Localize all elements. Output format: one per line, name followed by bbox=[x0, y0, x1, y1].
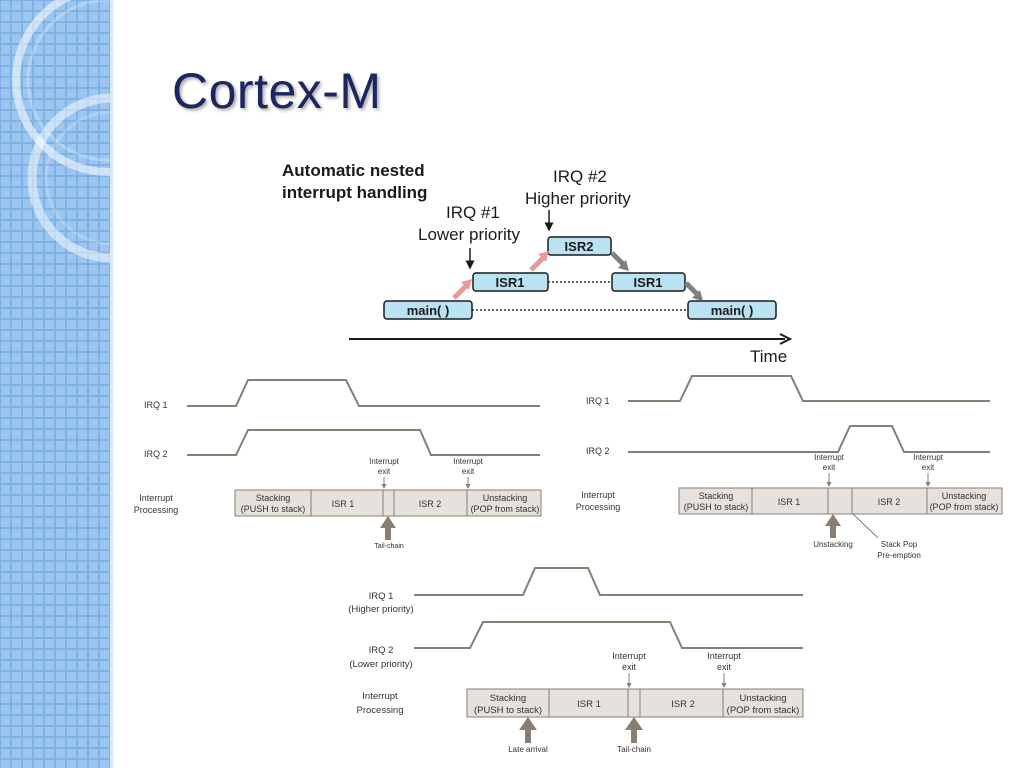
tc-tailchain-label: Tail-chain bbox=[374, 543, 404, 550]
pe-isr2: ISR 2 bbox=[878, 497, 901, 507]
main-label-left: main( ) bbox=[407, 303, 450, 318]
nested-heading-line2: interrupt handling bbox=[282, 183, 427, 202]
la-unstacking-line2: (POP from stack) bbox=[727, 705, 800, 716]
pe-stackpop-pointer bbox=[852, 513, 879, 539]
la-irq1-label: IRQ 1 bbox=[369, 591, 394, 602]
la-exit1-line1: Interrupt bbox=[612, 651, 646, 661]
irq1-label-line2: Lower priority bbox=[418, 225, 521, 244]
tc-tailchain-arrow bbox=[380, 516, 396, 540]
la-late-arrival-label: Late arrival bbox=[508, 745, 548, 754]
la-exit2-line1: Interrupt bbox=[707, 651, 741, 661]
la-stacking-line2: (PUSH to stack) bbox=[474, 705, 542, 716]
pe-stacking-line2: (PUSH to stack) bbox=[684, 502, 749, 512]
tc-exit1-line2: exit bbox=[378, 467, 391, 476]
pe-exit2-line1: Interrupt bbox=[913, 453, 944, 462]
la-irq2-label: IRQ 2 bbox=[369, 645, 394, 656]
tailchain-diagram: IRQ 1 IRQ 2 Interrupt Processing Stackin… bbox=[134, 379, 542, 550]
la-exit1-line2: exit bbox=[622, 662, 637, 672]
tc-processing-line2: Processing bbox=[134, 505, 179, 515]
isr1-box-right bbox=[611, 272, 686, 292]
preempt-arrow-1 bbox=[452, 283, 469, 300]
la-late-arrival-arrow bbox=[519, 717, 537, 743]
la-isr2: ISR 2 bbox=[671, 699, 695, 710]
main-box-right bbox=[687, 300, 777, 320]
preempt-arrowhead-1 bbox=[461, 279, 472, 290]
pe-irq2-signal bbox=[628, 425, 990, 453]
tc-unstacking-line1: Unstacking bbox=[483, 493, 528, 503]
return-arrow-2 bbox=[684, 281, 700, 297]
pe-stackpop-line1: Stack Pop bbox=[881, 540, 918, 549]
nested-heading-line1: Automatic nested bbox=[282, 161, 425, 180]
time-label: Time bbox=[750, 347, 787, 366]
tc-irq1-signal bbox=[187, 379, 540, 407]
pe-processing-line2: Processing bbox=[576, 502, 621, 512]
la-processing-bar bbox=[466, 688, 804, 718]
main-box-left bbox=[383, 300, 473, 320]
slide-title: Cortex-M bbox=[172, 63, 382, 119]
la-irq1-sub: (Higher priority) bbox=[348, 604, 413, 615]
pe-unstacking-label: Unstacking bbox=[813, 540, 853, 549]
isr2-box bbox=[547, 236, 612, 256]
pe-processing-line1: Interrupt bbox=[581, 490, 615, 500]
preempt-arrow-2 bbox=[529, 255, 546, 272]
tc-irq2-signal bbox=[187, 429, 540, 456]
pe-unstacking-line1: Unstacking bbox=[942, 491, 987, 501]
preempt-arrowhead-2 bbox=[538, 251, 549, 262]
preemption-diagram: IRQ 1 IRQ 2 Interrupt Processing Stackin… bbox=[576, 375, 1003, 560]
pe-irq1-label: IRQ 1 bbox=[586, 396, 610, 406]
tc-stacking-line1: Stacking bbox=[256, 493, 291, 503]
pe-stackpop-line2: Pre-emption bbox=[877, 551, 921, 560]
isr1-label-right: ISR1 bbox=[634, 275, 663, 290]
irq1-label-line1: IRQ #1 bbox=[446, 203, 500, 222]
pe-irq1-signal bbox=[628, 375, 990, 402]
tc-irq1-label: IRQ 1 bbox=[144, 400, 168, 410]
tc-stacking-line2: (PUSH to stack) bbox=[241, 504, 306, 514]
irq2-label-line2: Higher priority bbox=[525, 189, 631, 208]
tc-irq2-label: IRQ 2 bbox=[144, 449, 168, 459]
sidebar-decoration bbox=[0, 0, 113, 768]
la-processing-line1: Interrupt bbox=[362, 691, 398, 702]
tc-isr1: ISR 1 bbox=[332, 499, 355, 509]
isr1-label-left: ISR1 bbox=[496, 275, 525, 290]
tc-exit2-line1: Interrupt bbox=[453, 457, 484, 466]
pe-unstacking-arrow bbox=[825, 514, 841, 538]
pe-unstacking-line2: (POP from stack) bbox=[930, 502, 999, 512]
la-irq2-sub: (Lower priority) bbox=[349, 659, 412, 670]
return-arrowhead-1 bbox=[618, 260, 629, 271]
la-exit2-line2: exit bbox=[717, 662, 732, 672]
la-processing-line2: Processing bbox=[357, 705, 404, 716]
tc-processing-bar bbox=[234, 489, 542, 517]
nested-interrupt-diagram: Automatic nested interrupt handling IRQ … bbox=[282, 161, 793, 366]
la-tailchain-label: Tail-chain bbox=[617, 745, 651, 754]
la-stacking-line1: Stacking bbox=[490, 693, 526, 704]
time-axis-arrowhead bbox=[779, 333, 793, 345]
pe-exit1-line2: exit bbox=[823, 463, 836, 472]
return-arrowhead-2 bbox=[692, 290, 703, 301]
isr1-box-left bbox=[472, 272, 549, 292]
irq2-label-line1: IRQ #2 bbox=[553, 167, 607, 186]
la-irq1-signal bbox=[414, 567, 803, 596]
return-arrow-1 bbox=[610, 251, 626, 267]
tc-processing-line1: Interrupt bbox=[139, 493, 173, 503]
la-irq2-signal bbox=[414, 621, 803, 649]
late-arrival-diagram: IRQ 1 (Higher priority) IRQ 2 (Lower pri… bbox=[348, 567, 804, 754]
pe-isr1: ISR 1 bbox=[778, 497, 801, 507]
la-tailchain-arrow bbox=[625, 717, 643, 743]
pe-exit2-line2: exit bbox=[922, 463, 935, 472]
tc-exit1-line1: Interrupt bbox=[369, 457, 400, 466]
isr2-label: ISR2 bbox=[565, 239, 594, 254]
pe-exit1-line1: Interrupt bbox=[814, 453, 845, 462]
tc-unstacking-line2: (POP from stack) bbox=[471, 504, 540, 514]
tc-isr2: ISR 2 bbox=[419, 499, 442, 509]
la-isr1: ISR 1 bbox=[577, 699, 601, 710]
pe-processing-bar bbox=[678, 487, 1003, 515]
pe-stacking-line1: Stacking bbox=[699, 491, 734, 501]
tc-exit2-line2: exit bbox=[462, 467, 475, 476]
la-unstacking-line1: Unstacking bbox=[740, 693, 787, 704]
main-label-right: main( ) bbox=[711, 303, 754, 318]
pe-irq2-label: IRQ 2 bbox=[586, 446, 610, 456]
